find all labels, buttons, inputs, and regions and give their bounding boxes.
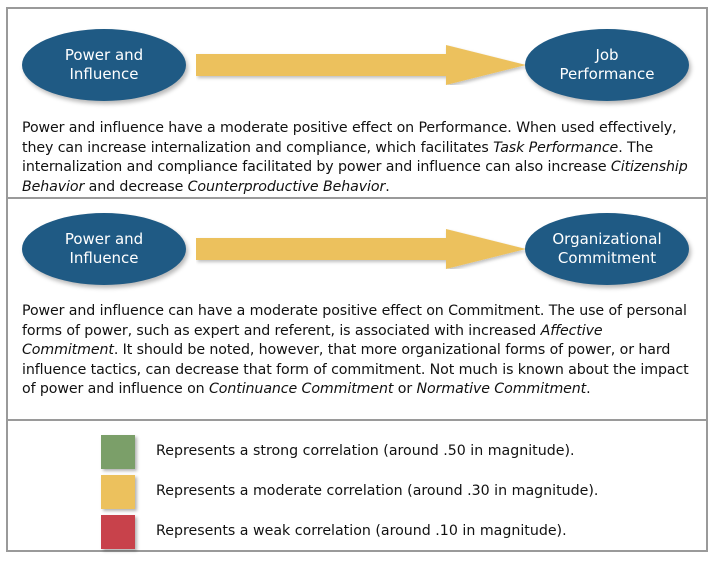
legend-label: Represents a moderate correlation (aroun… [156, 483, 599, 499]
commitment-panel: Power and Influence Organizational Commi… [8, 199, 706, 421]
target-label-line1: Organizational [552, 230, 662, 248]
legend-label: Represents a weak correlation (around .1… [156, 523, 567, 539]
target-oval: Job Performance [525, 29, 689, 101]
source-label-line1: Power and [64, 46, 144, 64]
legend-panel: Represents a strong correlation (around … [8, 421, 706, 552]
source-label-line1: Power and [64, 230, 144, 248]
diagram-frame: Power and Influence Job Performance Powe… [6, 7, 708, 552]
strong-swatch [101, 435, 135, 469]
commitment-description: Power and influence can have a moderate … [22, 303, 689, 397]
moderate-swatch [101, 475, 135, 509]
target-label-line2: Commitment [557, 249, 657, 267]
source-label-line2: Influence [69, 65, 139, 83]
legend-label: Represents a strong correlation (around … [156, 443, 575, 459]
target-oval: Organizational Commitment [525, 213, 689, 285]
legend-item-moderate: Represents a moderate correlation (aroun… [101, 475, 661, 509]
legend-item-weak: Represents a weak correlation (around .1… [101, 515, 661, 549]
source-oval: Power and Influence [22, 213, 186, 285]
performance-description: Power and influence have a moderate posi… [22, 120, 688, 195]
source-label-line2: Influence [69, 249, 139, 267]
moderate-arrow [196, 229, 532, 269]
moderate-arrow [196, 45, 532, 85]
legend-item-strong: Represents a strong correlation (around … [101, 435, 661, 469]
target-label-line2: Performance [559, 65, 655, 83]
performance-panel: Power and Influence Job Performance Powe… [8, 9, 706, 199]
source-oval: Power and Influence [22, 29, 186, 101]
target-label-line1: Job [595, 46, 619, 64]
weak-swatch [101, 515, 135, 549]
